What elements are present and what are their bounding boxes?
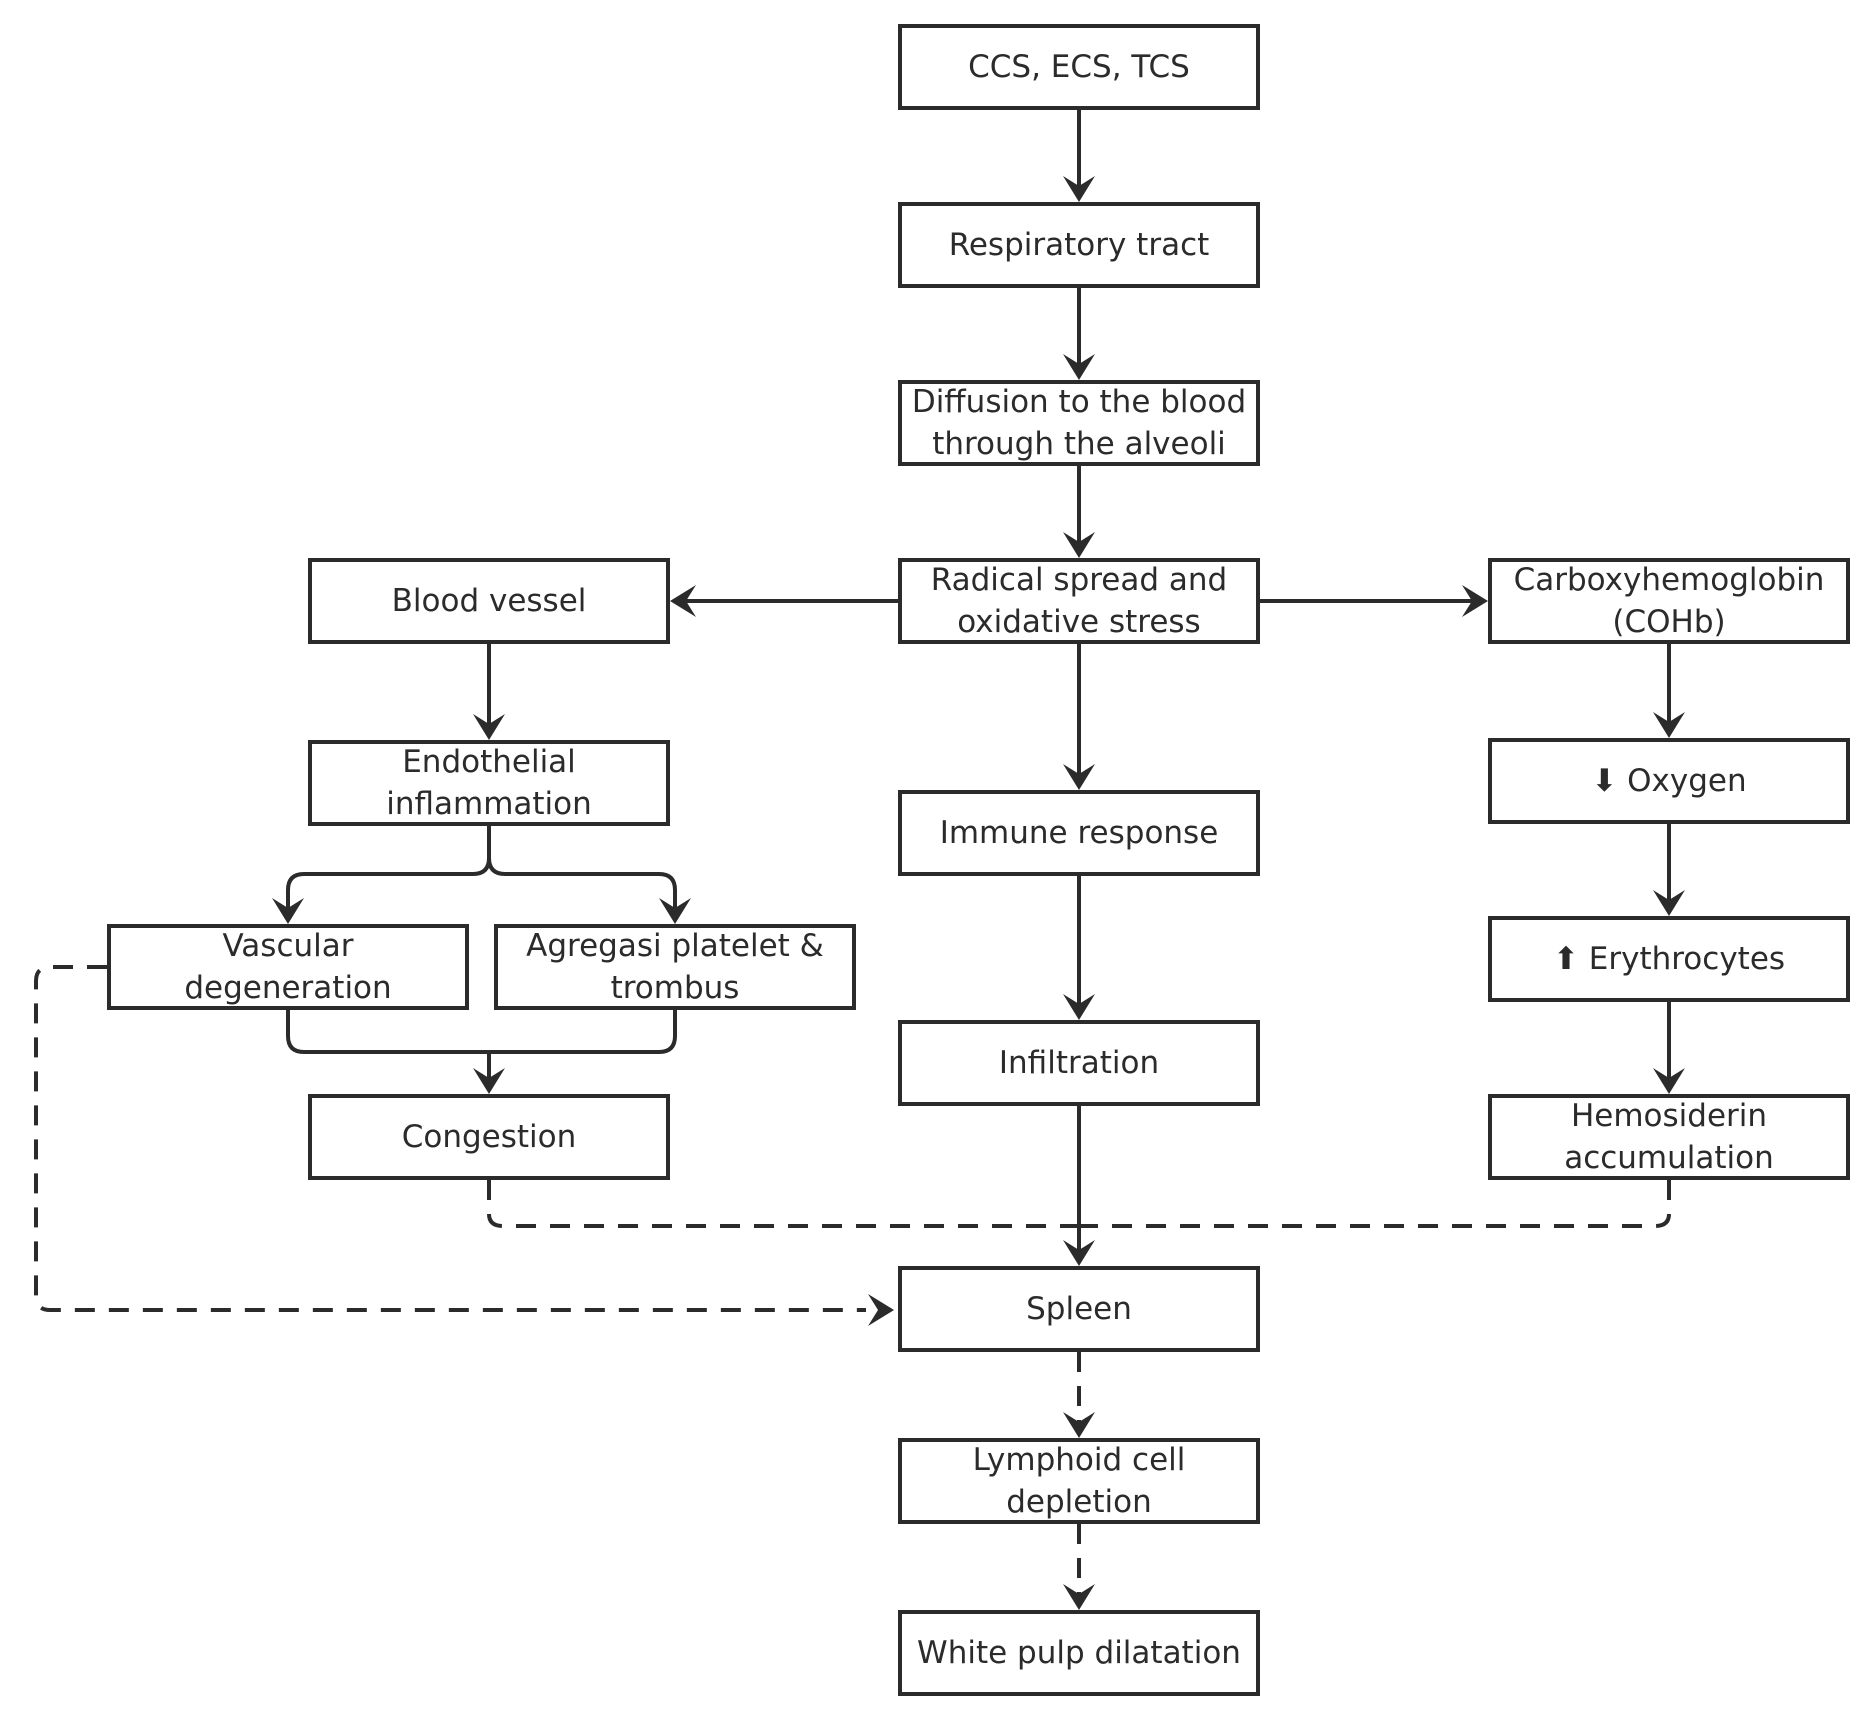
node-immune-response: Immune response	[898, 790, 1260, 876]
edge-vascular-to-spleen-arrowhead	[868, 1294, 894, 1326]
edge-blood-vessel-to-endothelial-arrowhead	[473, 714, 505, 740]
node-infiltration: Infiltration	[898, 1020, 1260, 1106]
edge-hemosiderin-to-spleen-dashed	[1079, 1180, 1671, 1228]
edge-endothelial-split	[286, 826, 677, 918]
edge-radical-to-blood-vessel-arrowhead	[670, 585, 696, 617]
node-agregasi-platelet: Agregasi platelet & trombus	[494, 924, 856, 1010]
node-carboxyhemoglobin: Carboxyhemoglobin (COHb)	[1488, 558, 1850, 644]
node-radical-spread: Radical spread and oxidative stress	[898, 558, 1260, 644]
edge-spleen-to-lymphoid-arrowhead	[1063, 1412, 1095, 1438]
edge-lymphoid-to-white-pulp-arrowhead	[1063, 1584, 1095, 1610]
edge-erythrocytes-to-hemosiderin-arrowhead	[1653, 1068, 1685, 1094]
node-oxygen: ⬇ Oxygen	[1488, 738, 1850, 824]
edge-radical-to-immune-arrowhead	[1063, 764, 1095, 790]
node-hemosiderin: Hemosiderin accumulation	[1488, 1094, 1850, 1180]
edge-oxygen-to-erythrocytes-arrowhead	[1653, 890, 1685, 916]
node-diffusion: Diffusion to the blood through the alveo…	[898, 380, 1260, 466]
edge-ccs-to-respiratory-arrowhead	[1063, 176, 1095, 202]
node-congestion: Congestion	[308, 1094, 670, 1180]
node-lymphoid-depletion: Lymphoid cell depletion	[898, 1438, 1260, 1524]
node-vascular-degeneration: Vascular degeneration	[107, 924, 469, 1010]
node-spleen: Spleen	[898, 1266, 1260, 1352]
edge-radical-to-cohb-arrowhead	[1462, 585, 1488, 617]
edge-to-agregasi-arrowhead	[659, 898, 691, 924]
edge-vascular-to-spleen-dashed	[34, 965, 866, 1312]
node-respiratory-tract: Respiratory tract	[898, 202, 1260, 288]
edge-infiltration-to-spleen-arrowhead	[1063, 1240, 1095, 1266]
node-ccs-ecs-tcs: CCS, ECS, TCS	[898, 24, 1260, 110]
edge-to-congestion-arrowhead	[473, 1068, 505, 1094]
edge-congestion-to-spleen-dashed	[487, 1180, 1079, 1228]
node-white-pulp-dilatation: White pulp dilatation	[898, 1610, 1260, 1696]
edge-to-vascular-arrowhead	[272, 898, 304, 924]
node-blood-vessel: Blood vessel	[308, 558, 670, 644]
edge-cohb-to-oxygen-arrowhead	[1653, 712, 1685, 738]
edge-immune-to-infiltration-arrowhead	[1063, 994, 1095, 1020]
node-endothelial-inflammation: Endothelial inflammation	[308, 740, 670, 826]
edge-diffusion-to-radical-arrowhead	[1063, 532, 1095, 558]
edge-respiratory-to-diffusion-arrowhead	[1063, 354, 1095, 380]
node-erythrocytes: ⬆ Erythrocytes	[1488, 916, 1850, 1002]
